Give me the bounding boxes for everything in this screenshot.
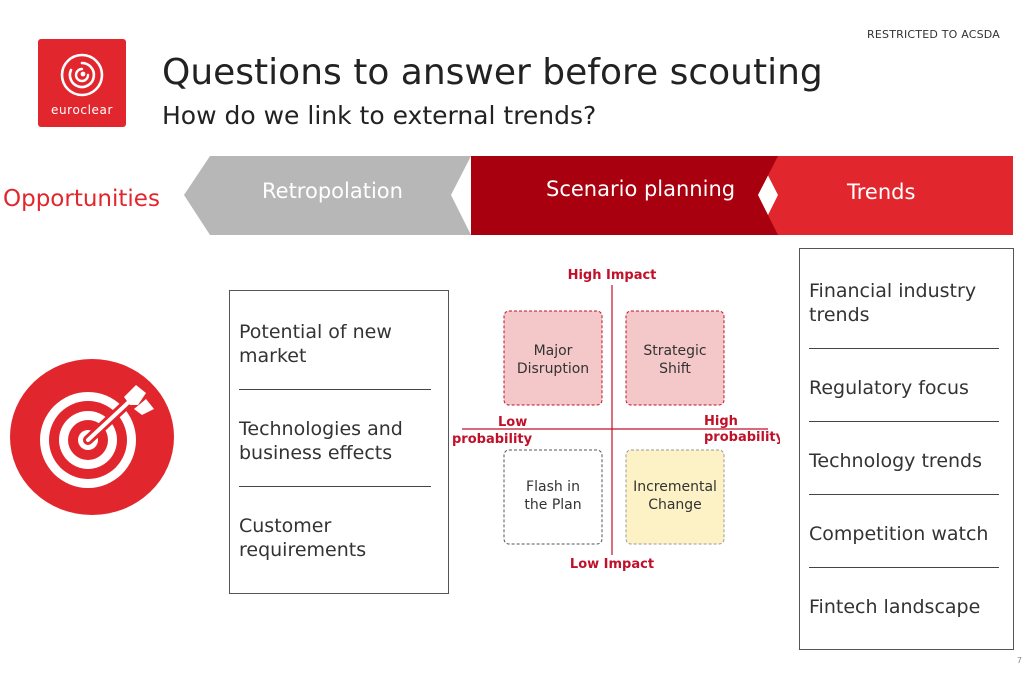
high-probability-label: High bbox=[704, 414, 738, 429]
list-item: Customer requirements bbox=[239, 515, 367, 561]
divider bbox=[809, 348, 999, 349]
list-item: Potential of new market bbox=[239, 321, 392, 367]
page-title: Questions to answer before scouting bbox=[162, 52, 823, 93]
classification-label: RESTRICTED TO ACSDA bbox=[867, 28, 1000, 41]
list-item: Competition watch bbox=[809, 523, 989, 545]
page-number: 7 bbox=[1016, 656, 1022, 665]
band-segment-trends bbox=[758, 156, 1013, 235]
low-probability-label: probability bbox=[452, 432, 533, 447]
list-item: Fintech landscape bbox=[809, 596, 981, 618]
list-item: Financial industry trends bbox=[809, 280, 977, 326]
quadrant-cell-flash-in-the-plan bbox=[503, 449, 603, 545]
divider bbox=[239, 389, 431, 390]
divider bbox=[239, 486, 431, 487]
high-impact-label: High Impact bbox=[568, 268, 657, 283]
high-probability-label: probability bbox=[704, 430, 780, 445]
low-impact-label: Low Impact bbox=[570, 557, 654, 572]
cell-text: Change bbox=[648, 497, 702, 513]
list-item: Technology trends bbox=[809, 450, 983, 472]
euroclear-logo-icon: euroclear bbox=[38, 39, 126, 127]
divider bbox=[809, 567, 999, 568]
cell-text: the Plan bbox=[524, 497, 581, 513]
cell-text: Flash in bbox=[526, 479, 580, 495]
logo-swirl-icon bbox=[60, 53, 104, 97]
cell-text: Shift bbox=[659, 361, 691, 377]
band-segment-retropolation bbox=[184, 156, 471, 235]
list-item: Technologies and business effects bbox=[239, 418, 403, 464]
cell-text: Major bbox=[534, 343, 573, 359]
logo-wordmark: euroclear bbox=[50, 103, 113, 117]
divider bbox=[809, 494, 999, 495]
cell-text: Incremental bbox=[633, 479, 717, 495]
scenario-planning-label: Scenario planning bbox=[546, 177, 736, 201]
divider bbox=[809, 421, 999, 422]
opportunities-label: Opportunities bbox=[3, 186, 160, 212]
list-item: Regulatory focus bbox=[809, 377, 969, 399]
cell-text: Strategic bbox=[643, 343, 706, 359]
cell-text: Disruption bbox=[517, 361, 589, 377]
band-segment-scenario-planning bbox=[471, 156, 778, 235]
quadrant-cell-strategic-shift bbox=[625, 310, 725, 406]
left-panel: Potential of new market Technologies and… bbox=[229, 290, 449, 594]
impact-probability-matrix: Major Disruption Strategic Shift Flash i… bbox=[452, 268, 780, 572]
quadrant-cell-major-disruption bbox=[503, 310, 603, 406]
retropolation-label: Retropolation bbox=[262, 179, 403, 203]
low-probability-label: Low bbox=[498, 415, 527, 430]
quadrant-cell-incremental-change bbox=[625, 449, 725, 545]
target-arrow-icon bbox=[10, 359, 174, 515]
right-panel: Financial industry trends Regulatory foc… bbox=[799, 248, 1014, 650]
page-subtitle: How do we link to external trends? bbox=[162, 101, 597, 130]
trends-label: Trends bbox=[847, 180, 916, 204]
